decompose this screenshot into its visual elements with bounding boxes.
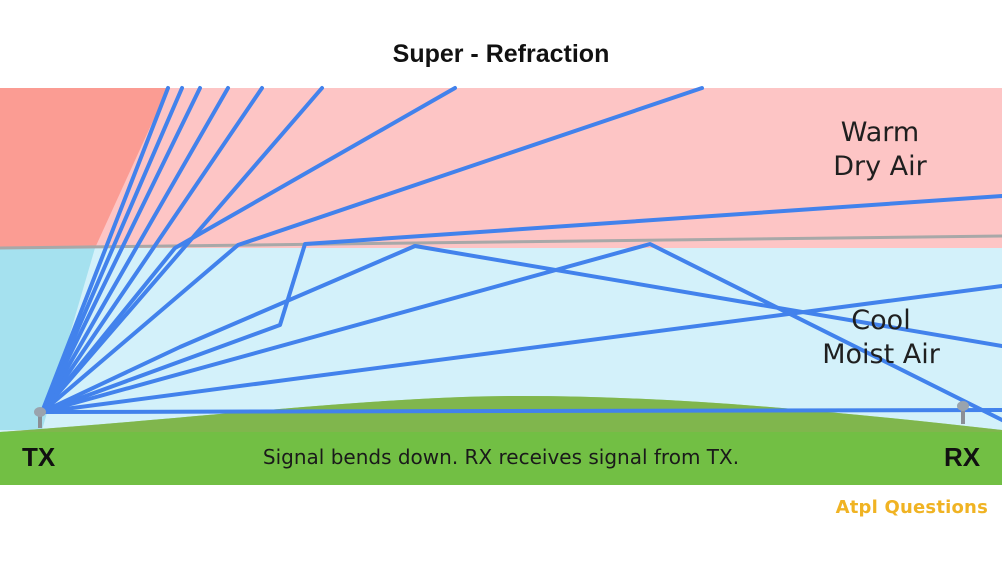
signal-ray: [40, 86, 184, 414]
tx-label: TX: [22, 442, 56, 472]
signal-ray: [40, 284, 1002, 414]
transmitter-antenna-icon: [34, 407, 46, 428]
warm-label-line1: Warm: [840, 117, 920, 148]
signal-ray: [40, 408, 1002, 414]
caption: Signal bends down. RX receives signal fr…: [262, 445, 740, 469]
signal-ray: [40, 86, 704, 414]
cool-label-line2: Moist Air: [822, 339, 940, 370]
signal-ray: [40, 86, 230, 414]
layer-boundary: [0, 234, 1002, 250]
signal-ray: [40, 242, 1002, 422]
cool-label-line1: Cool: [851, 305, 911, 336]
brand-logo: Atpl Questions: [835, 497, 988, 518]
earth-curve-hill: [0, 396, 1002, 432]
warm-dry-air-label: Warm Dry Air: [800, 116, 960, 184]
cool-moist-air-label: Cool Moist Air: [796, 304, 966, 372]
signal-rays: [40, 86, 1002, 422]
signal-ray: [40, 86, 202, 414]
signal-ray: [40, 194, 1002, 414]
signal-ray: [40, 86, 264, 414]
signal-ray: [40, 86, 457, 414]
warm-label-line2: Dry Air: [833, 151, 927, 182]
warm-dry-air-layer: [0, 88, 1002, 248]
signal-ray: [40, 86, 170, 414]
signal-ray: [40, 244, 1002, 414]
cool-layer-accent: [0, 248, 95, 430]
diagram-title: Super - Refraction: [392, 40, 610, 68]
signal-ray: [40, 86, 324, 414]
receiver-antenna-icon: [957, 401, 969, 424]
rx-label: RX: [944, 442, 981, 472]
warm-layer-accent: [0, 88, 168, 248]
